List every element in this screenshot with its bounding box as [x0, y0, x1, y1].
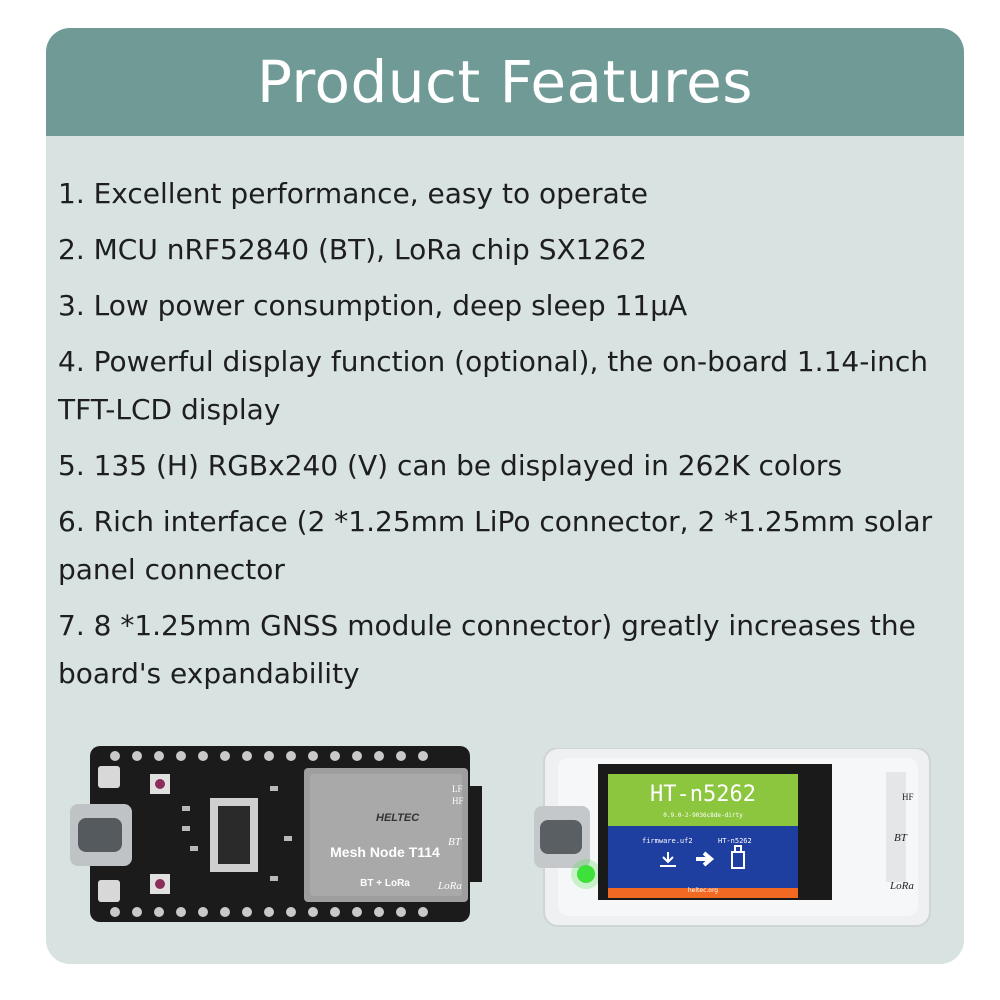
- board1-lora-label: LoRa: [438, 880, 462, 892]
- board1-brand: HELTEC: [376, 812, 420, 824]
- mesh-node-board-image: [70, 746, 482, 922]
- board1-hf-label: HF: [452, 796, 464, 806]
- board1-model: Mesh Node T114: [330, 844, 440, 860]
- screen-file: firmware.uf2: [642, 837, 693, 845]
- board1-bt-label: BT: [448, 836, 461, 848]
- screen-title: HT-n5262: [650, 782, 756, 807]
- screen-version: 0.9.0-2-9036c8de-dirty: [663, 812, 743, 819]
- feature-item-1: 1. Excellent performance, easy to operat…: [58, 177, 648, 210]
- header-bar: Product Features: [46, 28, 964, 136]
- feature-list: 1. Excellent performance, easy to operat…: [58, 170, 952, 698]
- feature-item-2: 2. MCU nRF52840 (BT), LoRa chip SX1262: [58, 233, 647, 266]
- board2-bt-label: BT: [894, 832, 907, 844]
- feature-item-5: 5. 135 (H) RGBx240 (V) can be displayed …: [58, 449, 843, 482]
- board1-lf-label: LF: [452, 784, 463, 794]
- feature-item-6: 6. Rich interface (2 *1.25mm LiPo connec…: [58, 505, 933, 586]
- download-icon: [660, 852, 676, 867]
- page-title: Product Features: [256, 48, 754, 116]
- feature-item-4: 4. Powerful display function (optional),…: [58, 345, 928, 426]
- board1-sub: BT + LoRa: [360, 878, 410, 889]
- feature-item-7: 7. 8 *1.25mm GNSS module connector) grea…: [58, 609, 916, 690]
- board2-hf-label: HF: [902, 792, 914, 802]
- display-board-image: [534, 748, 931, 927]
- screen-url: heltec.org: [687, 887, 719, 894]
- screen-target: HT-n5262: [718, 837, 752, 845]
- feature-item-3: 3. Low power consumption, deep sleep 11µ…: [58, 289, 688, 322]
- feature-card: Product Features 1. Excellent performanc…: [46, 28, 964, 964]
- board2-lora-label: LoRa: [890, 880, 914, 892]
- product-images: HELTEC Mesh Node T114 BT + LoRa LF HF BT…: [46, 740, 964, 940]
